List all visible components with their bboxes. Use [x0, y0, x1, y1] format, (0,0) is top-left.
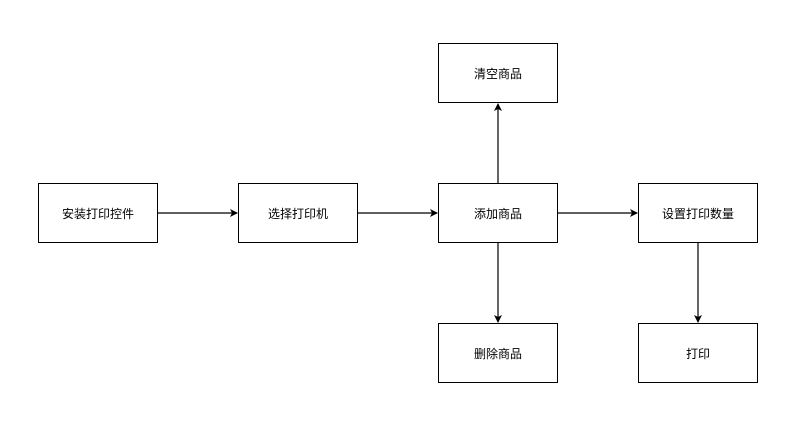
- node-select-printer[interactable]: 选择打印机: [238, 183, 358, 243]
- node-delete-product[interactable]: 删除商品: [438, 323, 558, 383]
- node-install-print-control[interactable]: 安装打印控件: [38, 183, 158, 243]
- node-add-product[interactable]: 添加商品: [438, 183, 558, 243]
- node-set-print-quantity-label: 设置打印数量: [661, 206, 734, 221]
- node-clear-products[interactable]: 清空商品: [438, 43, 558, 103]
- node-delete-product-label: 删除商品: [473, 346, 522, 361]
- node-print-label: 打印: [685, 346, 710, 361]
- node-clear-products-label: 清空商品: [473, 66, 522, 81]
- node-install-print-control-label: 安装打印控件: [61, 206, 134, 221]
- node-add-product-label: 添加商品: [473, 206, 522, 221]
- node-select-printer-label: 选择打印机: [267, 206, 328, 221]
- node-print[interactable]: 打印: [638, 323, 758, 383]
- node-set-print-quantity[interactable]: 设置打印数量: [638, 183, 758, 243]
